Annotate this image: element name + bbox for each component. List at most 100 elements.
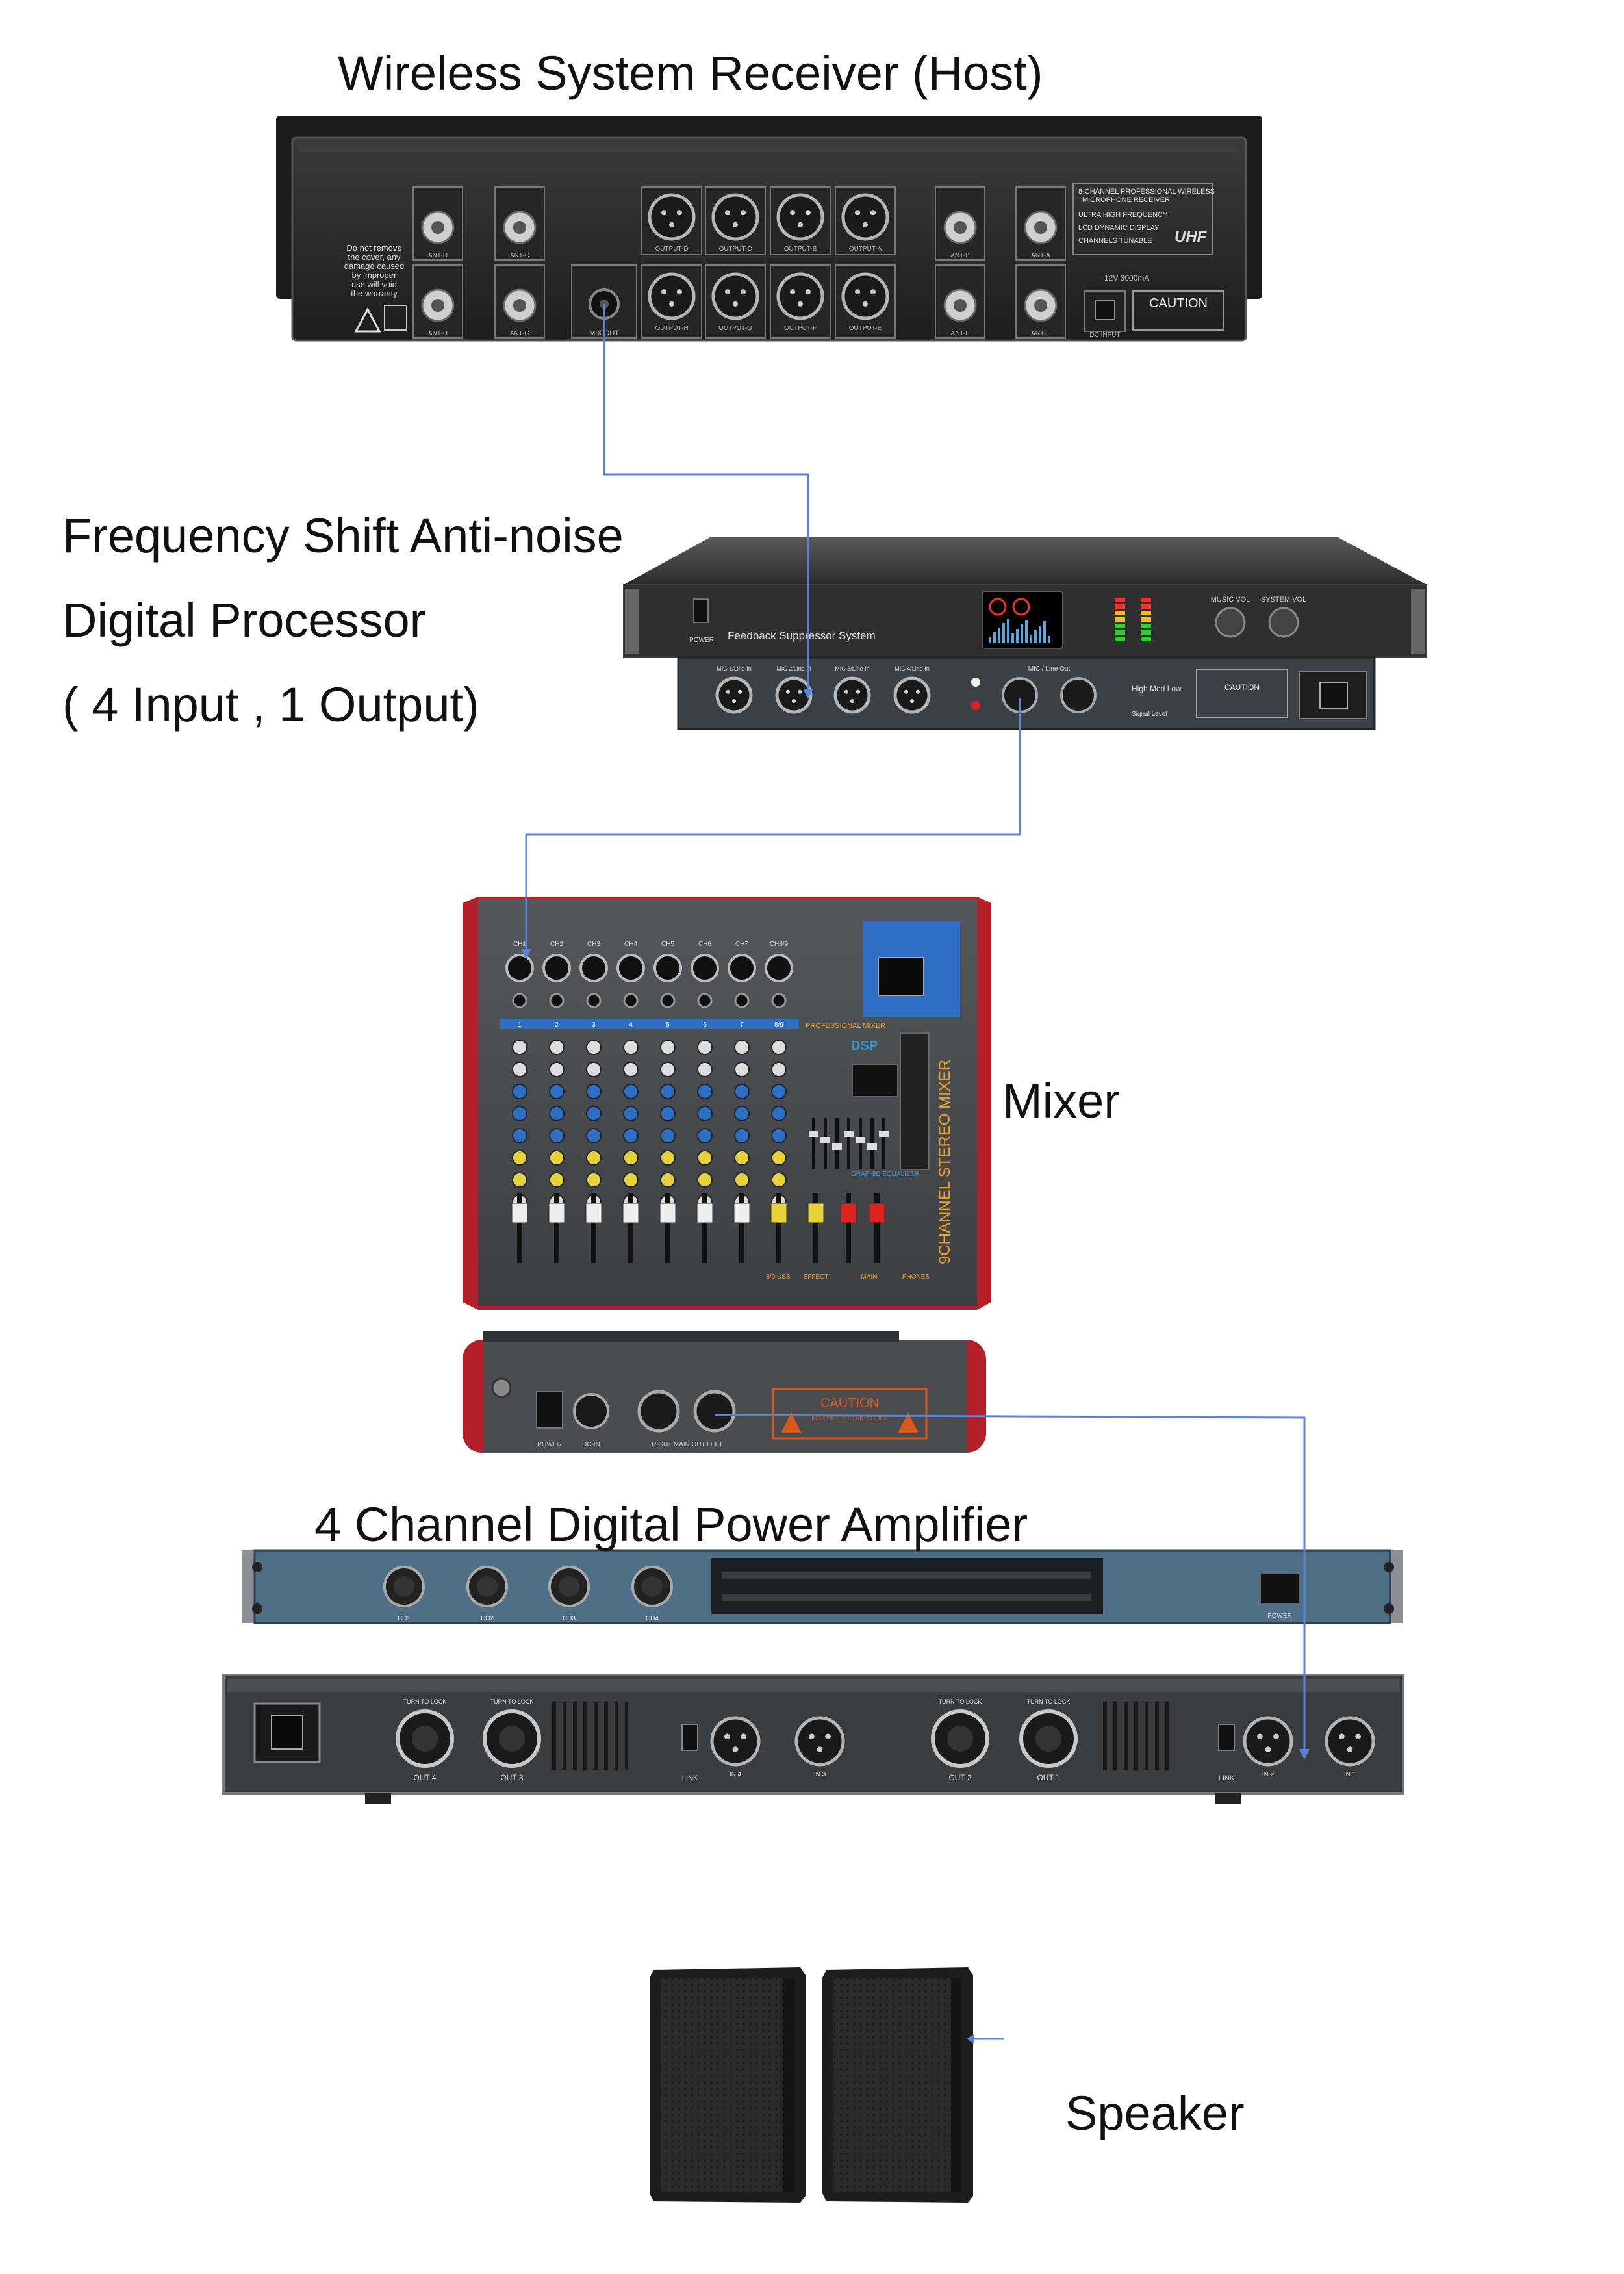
meter-led xyxy=(1141,617,1151,622)
svg-text:RIGHT MAIN OUT LEFT: RIGHT MAIN OUT LEFT xyxy=(652,1441,723,1448)
eq-slider xyxy=(847,1118,850,1169)
receiver-brand-box: 8-CHANNEL PROFESSIONAL WIRELESS MICROPHO… xyxy=(1072,183,1215,255)
connector-label: OUTPUT-G xyxy=(718,325,752,332)
link-switch: LINK xyxy=(681,1724,698,1782)
xlr-output-top: OUTPUT-A xyxy=(841,193,889,253)
processor-label: Frequency Shift Anti-noise Digital Proce… xyxy=(62,512,624,765)
mixer-back: POWER DC-IN RIGHT MAIN OUT LEFT CAUTION … xyxy=(463,1331,986,1453)
channel-name: CH2 xyxy=(550,941,563,948)
svg-text:GRAPHIC EQUALIZER: GRAPHIC EQUALIZER xyxy=(851,1171,919,1178)
amp-channel-label: CH1 xyxy=(398,1615,411,1622)
xlr-output-bottom: OUTPUT-F xyxy=(776,272,824,332)
wire-receiver-to-processor xyxy=(603,304,809,696)
meter-led xyxy=(1141,630,1151,635)
speakon-label: OUT 4 xyxy=(413,1773,436,1782)
svg-text:High Med Low: High Med Low xyxy=(1132,684,1182,693)
processor-input-label: MIC 4/Line In xyxy=(894,665,930,672)
mixer-channel-strip: CH7 7 xyxy=(728,941,756,1263)
speaker-left xyxy=(650,1967,806,2203)
processor-label-line1: Frequency Shift Anti-noise xyxy=(62,509,624,563)
speakon-label: OUT 1 xyxy=(1037,1773,1059,1782)
svg-text:the cover, any: the cover, any xyxy=(348,252,401,262)
svg-text:PROFESSIONAL MIXER: PROFESSIONAL MIXER xyxy=(806,1022,885,1030)
spectrum-bar xyxy=(1007,619,1009,643)
channel-name: CH1 xyxy=(513,941,526,948)
amp-vent xyxy=(1098,1702,1176,1770)
meter-led xyxy=(1115,624,1125,628)
receiver-caution-box: CAUTION xyxy=(1132,290,1224,331)
connector-label: OUTPUT-E xyxy=(849,325,882,332)
meter-led xyxy=(1115,611,1125,615)
recycle-bin-icon xyxy=(384,305,407,331)
svg-text:SYSTEM VOL: SYSTEM VOL xyxy=(1261,596,1306,604)
amp-vent xyxy=(550,1702,628,1770)
channel-name: CH5 xyxy=(661,941,674,948)
mixer-bottom-labels: 8/9 USB EFFECT MAIN PHONES xyxy=(766,1273,930,1281)
svg-text:MUSIC VOL: MUSIC VOL xyxy=(1211,596,1250,604)
master-fader xyxy=(840,1193,857,1263)
amp-channel-label: CH3 xyxy=(563,1615,576,1622)
mixer-channel-strip: CH1 1 xyxy=(505,941,534,1263)
processor-line-out: MIC / Line Out xyxy=(1002,665,1097,713)
antenna-label: ANT-G xyxy=(510,330,530,337)
antenna-port-bottom: ANT-E xyxy=(1015,264,1066,339)
svg-text:damage caused: damage caused xyxy=(344,261,405,271)
svg-text:CAUTION: CAUTION xyxy=(820,1396,879,1411)
channel-number: 4 xyxy=(629,1021,633,1028)
wire-processor-to-mixer xyxy=(525,698,1021,955)
rca-red-icon xyxy=(971,701,980,710)
channel-number: 1 xyxy=(518,1021,522,1028)
ground-screw-icon xyxy=(491,1377,512,1398)
dc-input: 12V 3000mA DC INPUT xyxy=(1084,274,1149,339)
svg-text:MIC / Line Out: MIC / Line Out xyxy=(1028,665,1071,672)
link-switch: LINK xyxy=(1218,1724,1235,1782)
master-fader xyxy=(869,1193,885,1263)
mixer-label: Mixer xyxy=(1002,1074,1120,1128)
caution-triangle-icon xyxy=(781,1412,802,1433)
speaker-pair xyxy=(650,1967,973,2203)
speakon-label: OUT 3 xyxy=(500,1773,523,1782)
xlr-output-bottom: OUTPUT-G xyxy=(711,272,759,332)
amp-gain-knob: CH1 xyxy=(383,1566,425,1622)
antenna-port-top: ANT-B xyxy=(935,186,985,261)
channel-name: CH6 xyxy=(698,941,711,948)
amp-xlr-input: IN 1 xyxy=(1325,1716,1375,1778)
system-volume-knob xyxy=(1268,607,1299,638)
lock-label: TURN TO LOCK xyxy=(403,1698,447,1705)
mixer-display xyxy=(878,957,924,996)
svg-text:Signal Level: Signal Level xyxy=(1132,711,1167,718)
spectrum-bar xyxy=(1016,629,1019,643)
connector-label: IN 3 xyxy=(814,1771,826,1778)
antenna-port-top: ANT-A xyxy=(1015,186,1066,261)
channel-number: 7 xyxy=(740,1021,744,1028)
connector-label: OUTPUT-B xyxy=(784,246,817,253)
speakon-output: OUT 3 xyxy=(483,1709,541,1782)
amp-xlr-input: IN 3 xyxy=(794,1716,845,1778)
channel-name: CH7 xyxy=(735,941,748,948)
speakon-output: OUT 2 xyxy=(931,1709,989,1782)
meter-led xyxy=(1141,604,1151,609)
link-label: LINK xyxy=(682,1774,698,1782)
meter-led xyxy=(1115,598,1125,602)
spectrum-bar xyxy=(998,628,1000,643)
warning-triangle-icon xyxy=(354,307,381,333)
mixer-vertical-title: 9CHANNEL STEREO MIXER xyxy=(936,1060,954,1264)
xlr-output-bottom: OUTPUT-H xyxy=(648,272,696,332)
digital-processor: POWER Feedback Suppressor System MUSIC V… xyxy=(623,537,1427,730)
spectrum-bar xyxy=(1043,621,1046,643)
master-fader xyxy=(807,1193,824,1263)
svg-text:RISK OF ELECTRIC SHOCK: RISK OF ELECTRIC SHOCK xyxy=(811,1415,888,1422)
channel-number: 3 xyxy=(592,1021,596,1028)
svg-text:PHONES: PHONES xyxy=(902,1273,930,1281)
svg-text:8-CHANNEL PROFESSIONAL WIRELES: 8-CHANNEL PROFESSIONAL WIRELESS xyxy=(1078,188,1215,196)
antenna-label: ANT-B xyxy=(950,252,970,259)
processor-input-label: MIC 2/Line In xyxy=(776,665,811,672)
spectrum-bar xyxy=(993,632,996,643)
meter-led xyxy=(1115,617,1125,622)
